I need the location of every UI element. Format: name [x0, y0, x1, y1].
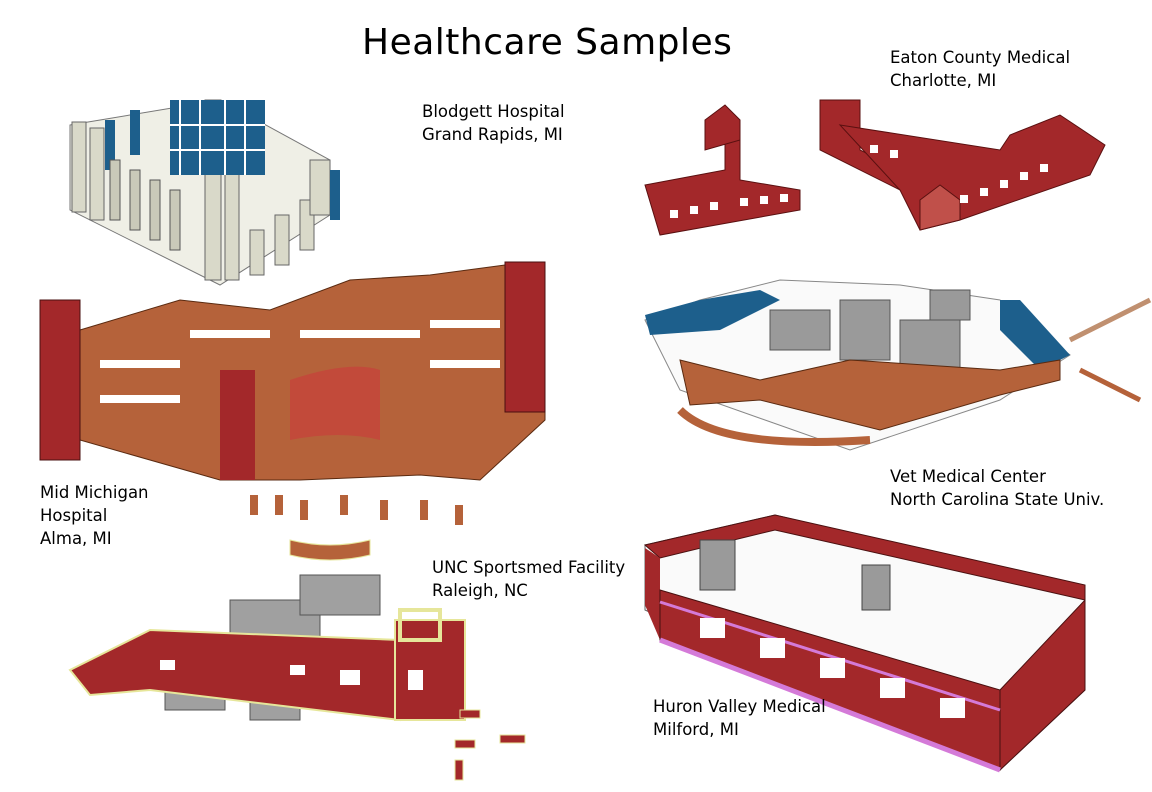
sample-location: Charlotte, MI — [890, 71, 997, 90]
sample-location: North Carolina State Univ. — [890, 490, 1105, 509]
sample-location: Milford, MI — [653, 720, 739, 739]
mid-michigan-hospital-model — [39, 261, 546, 561]
eaton-county-medical-model — [644, 99, 1106, 236]
caption-vet: Vet Medical Center North Carolina State … — [890, 465, 1104, 511]
sample-name: Vet Medical Center — [890, 467, 1046, 486]
sample-location: Alma, MI — [40, 529, 112, 548]
sample-name-line2: Hospital — [40, 506, 108, 525]
sample-name: Eaton County Medical — [890, 48, 1071, 67]
sample-name: Blodgett Hospital — [422, 102, 565, 121]
blodgett-hospital-model — [69, 99, 340, 286]
sample-location: Raleigh, NC — [432, 581, 528, 600]
caption-unc: UNC Sportsmed Facility Raleigh, NC — [432, 556, 625, 602]
vet-medical-center-model — [644, 279, 1152, 451]
caption-eaton: Eaton County Medical Charlotte, MI — [890, 46, 1070, 92]
sample-location: Grand Rapids, MI — [422, 125, 563, 144]
page-title: Healthcare Samples — [362, 22, 733, 63]
caption-huron: Huron Valley Medical Milford, MI — [653, 695, 826, 741]
huron-valley-medical-model — [643, 514, 1086, 773]
sample-name: Huron Valley Medical — [653, 697, 826, 716]
caption-mid-michigan: Mid Michigan Hospital Alma, MI — [40, 481, 149, 550]
caption-blodgett: Blodgett Hospital Grand Rapids, MI — [422, 100, 565, 146]
sample-name: UNC Sportsmed Facility — [432, 558, 626, 577]
unc-sportsmed-model — [68, 574, 526, 781]
sample-name-line1: Mid Michigan — [40, 483, 149, 502]
